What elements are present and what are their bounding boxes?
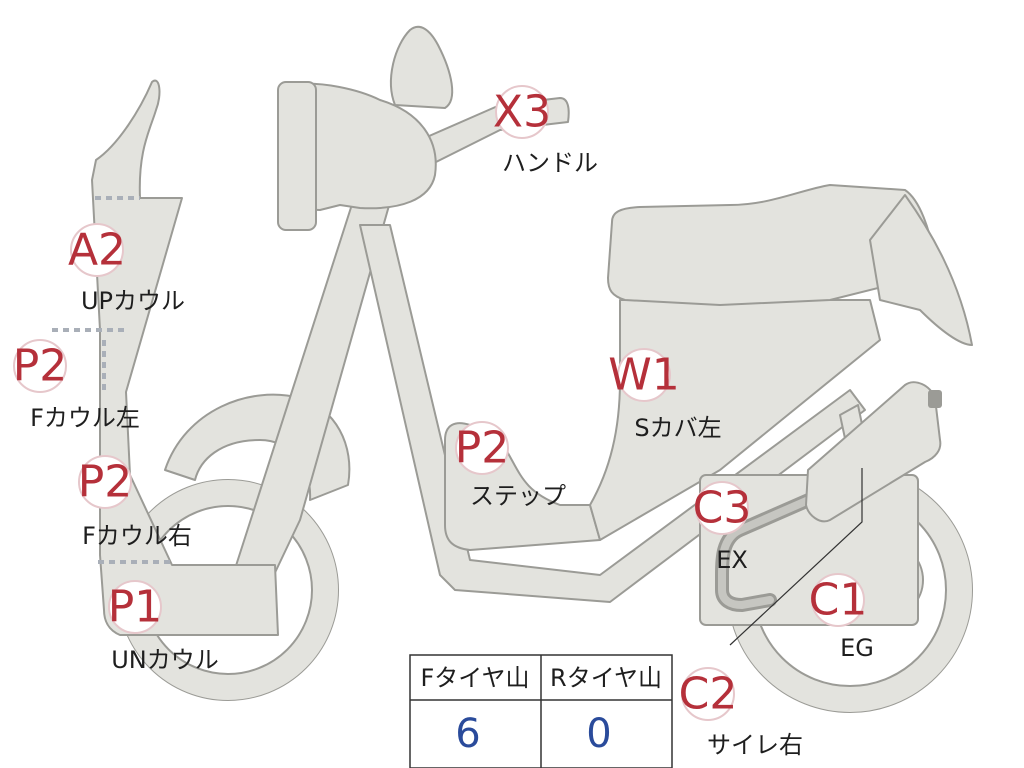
- part-code: W1: [608, 350, 680, 401]
- part-label: サイレ右: [707, 731, 803, 759]
- part-marker-w1[interactable]: W1 Sカバ左: [608, 348, 722, 442]
- part-marker-c2[interactable]: C2 サイレ右: [679, 667, 803, 759]
- part-marker-c3[interactable]: C3 EX: [693, 481, 752, 574]
- rear-tire-header: Rタイヤ山: [550, 664, 662, 692]
- part-marker-p2-step[interactable]: P2 ステップ: [455, 421, 566, 510]
- part-label: UPカウル: [81, 287, 185, 315]
- part-code: C2: [679, 669, 738, 720]
- front-cowl: [91, 79, 279, 636]
- part-code: X3: [493, 87, 551, 138]
- part-code: P1: [108, 582, 163, 633]
- part-code: C1: [809, 575, 868, 626]
- part-label: Fカウル右: [82, 522, 192, 550]
- part-marker-a2[interactable]: A2 UPカウル: [68, 223, 185, 315]
- seat: [607, 184, 936, 306]
- main-frame: [359, 224, 866, 603]
- part-marker-p1[interactable]: P1 UNカウル: [108, 580, 219, 674]
- part-marker-c1[interactable]: C1 EG: [809, 573, 874, 662]
- tail-cowl: [869, 194, 973, 346]
- front-tire-header: Fタイヤ山: [420, 664, 529, 692]
- part-label: ハンドル: [502, 149, 598, 177]
- scooter-illustration: [52, 25, 973, 713]
- headlight: [277, 81, 317, 231]
- tire-tread-table: Fタイヤ山 Rタイヤ山 6 0: [409, 654, 673, 768]
- part-label: Sカバ左: [634, 414, 721, 442]
- part-code: P2: [13, 341, 68, 392]
- front-tire-value: 6: [455, 711, 480, 757]
- part-marker-x3[interactable]: X3 ハンドル: [493, 85, 598, 177]
- part-marker-p2-right[interactable]: P2 Fカウル右: [78, 455, 192, 550]
- mirror: [389, 25, 454, 109]
- leader-line: [729, 468, 863, 646]
- part-code: A2: [68, 225, 126, 276]
- part-code: P2: [455, 423, 510, 474]
- part-code: C3: [693, 483, 752, 534]
- muffler: [805, 381, 942, 523]
- part-code: P2: [78, 457, 133, 508]
- part-marker-p2-left[interactable]: P2 Fカウル左: [13, 339, 140, 432]
- part-label: UNカウル: [111, 646, 219, 674]
- part-label: EX: [716, 546, 748, 574]
- rear-tire-value: 0: [586, 711, 611, 757]
- part-label: Fカウル左: [30, 404, 140, 432]
- part-label: EG: [840, 634, 874, 662]
- part-label: ステップ: [470, 482, 566, 510]
